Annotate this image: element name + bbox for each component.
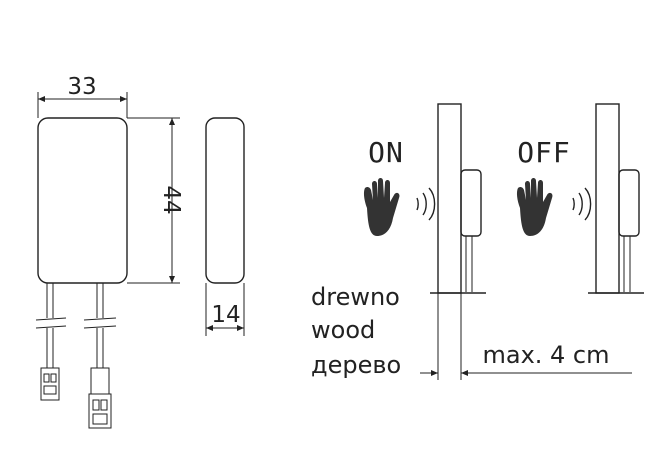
distance-dimension: max. 4 cm	[420, 293, 632, 380]
material-label-en: wood	[311, 316, 375, 344]
connector-left	[40, 367, 60, 401]
sensor-wave-icon	[416, 187, 436, 221]
sensor-mounted-off	[618, 169, 640, 237]
width-dimension-label: 33	[67, 74, 96, 100]
sensor-mounted-on	[460, 169, 482, 237]
material-labels: drewno wood дерево	[311, 283, 401, 379]
on-label: ON	[368, 136, 404, 169]
material-label-ru: дерево	[311, 351, 401, 379]
wooden-panel-off	[595, 103, 620, 294]
sensor-front-view: 33 44	[35, 74, 184, 429]
sensor-body-side	[205, 117, 245, 284]
distance-label: max. 4 cm	[482, 341, 609, 369]
height-dimension-label: 44	[158, 185, 184, 214]
connector-right	[90, 367, 110, 395]
cable-left	[35, 283, 67, 401]
off-state-illustration: OFF	[516, 103, 644, 294]
on-state-illustration: ON	[363, 103, 486, 294]
material-label-pl: drewno	[311, 283, 400, 311]
cable-right	[83, 283, 117, 429]
sensor-body-front	[37, 117, 128, 284]
sensor-side-view: 14	[205, 117, 245, 336]
off-label: OFF	[517, 136, 571, 169]
depth-dimension-label: 14	[211, 302, 240, 328]
wooden-panel-on	[437, 103, 462, 294]
hand-icon	[516, 178, 553, 236]
sensor-wave-icon	[572, 187, 592, 221]
hand-icon	[363, 178, 400, 236]
